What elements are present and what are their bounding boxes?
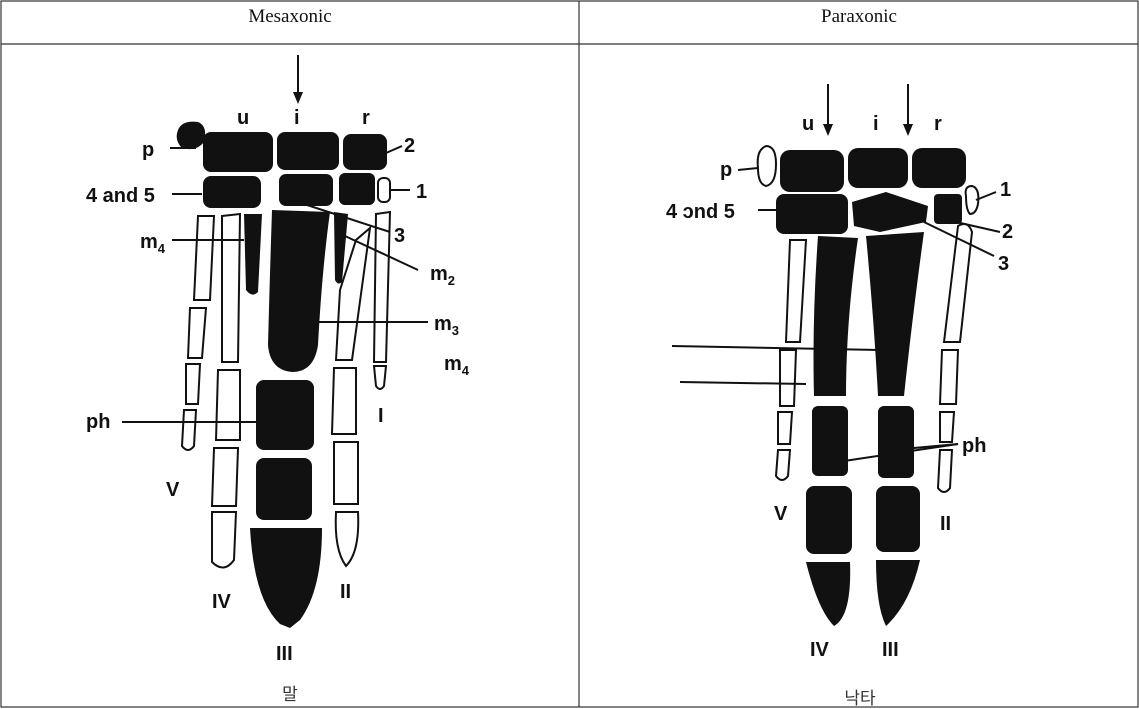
horse-label-i: i <box>294 107 300 129</box>
horse-label-I: I <box>378 405 384 427</box>
camel-label-2: 2 <box>1002 221 1013 243</box>
digit-i-metacarpal <box>374 212 390 362</box>
horse-label-m4-top: m4 <box>140 231 166 256</box>
camel-label-ph: ph <box>962 435 986 457</box>
digit-v-phalanx-1 <box>188 308 206 358</box>
digit-iii-phalanx-1 <box>878 406 914 478</box>
horse-label-3: 3 <box>394 225 405 247</box>
digit-iii-hoof <box>250 528 322 628</box>
digit-iv-phalanx-2 <box>212 448 238 506</box>
horse-label-r: r <box>362 107 370 129</box>
axis-arrow <box>293 55 303 104</box>
camel-label-4-and-5: 4 ɔnd 5 <box>666 201 735 223</box>
metacarpal-4 <box>814 236 859 396</box>
digit-v-phalanx-3 <box>182 410 196 450</box>
digit-iii-phalanx-1 <box>256 380 314 450</box>
digit-v-phalanx-1 <box>780 350 796 406</box>
digit-iii-phalanx-2 <box>876 486 920 552</box>
ulnar-carpal <box>780 150 844 192</box>
pisiform-bone <box>177 122 205 149</box>
camel-label-p: p <box>720 159 732 181</box>
horse-label-1: 1 <box>416 181 427 203</box>
horse-label-4-and-5: 4 and 5 <box>86 185 155 207</box>
digit-v-metacarpal <box>786 240 806 342</box>
digit-iv-phalanx-1 <box>812 406 848 476</box>
pisiform-bone <box>758 146 776 186</box>
horse-label-III: III <box>276 643 293 665</box>
camel-label-1: 1 <box>1000 179 1011 201</box>
horse-label-2: 2 <box>404 135 415 157</box>
axis-arrow-left <box>823 84 833 136</box>
horse-caption: 말 <box>260 680 320 705</box>
carpal-4-and-5 <box>776 194 848 234</box>
camel-label-u: u <box>802 113 814 135</box>
horse-label-m3: m3 <box>434 313 459 338</box>
horse-label-V: V <box>166 479 180 501</box>
digit-v-phalanx-2 <box>186 364 200 404</box>
carpal-2 <box>934 194 962 224</box>
camel-caption: 낙타 <box>820 684 900 709</box>
digit-v-metacarpal <box>194 216 214 300</box>
digit-iv-phalanx-1 <box>216 370 240 440</box>
metacarpal-3 <box>866 232 924 396</box>
carpal-3 <box>279 174 333 206</box>
intermedium-carpal <box>848 148 908 188</box>
horse-label-p: p <box>142 139 154 161</box>
horse-label-u: u <box>237 107 249 129</box>
camel-label-r: r <box>934 113 942 135</box>
radial-carpal <box>912 148 966 188</box>
intermedium-carpal <box>277 132 339 170</box>
digit-v-phalanx-3 <box>776 450 790 480</box>
carpal-1 <box>378 178 390 202</box>
carpal-3 <box>852 192 928 232</box>
digit-ii-phalanx-3 <box>336 512 359 566</box>
camel-label-V: V <box>774 503 788 525</box>
digit-i-phalanx <box>374 366 386 389</box>
axis-arrow-right <box>903 84 913 136</box>
digit-v-phalanx-2 <box>778 412 792 444</box>
carpal-2 <box>339 173 375 205</box>
horse-foot-diagram: u i r p 2 1 4 and 5 3 m4 m2 m3 m4 I ph V… <box>0 0 579 708</box>
digit-iii-phalanx-3 <box>876 560 920 626</box>
radial-carpal <box>343 134 387 170</box>
horse-label-IV: IV <box>212 591 232 613</box>
camel-label-i: i <box>873 113 879 135</box>
digit-ii-phalanx-3 <box>938 450 952 492</box>
horse-label-m4-right: m4 <box>444 353 470 378</box>
metacarpal-3 <box>268 210 330 372</box>
digit-ii-metacarpal <box>944 224 972 342</box>
carpal-4-and-5 <box>203 176 261 208</box>
horse-label-II: II <box>340 581 351 603</box>
metacarpal-4-splint <box>244 214 262 295</box>
digit-iv-phalanx-2 <box>806 486 852 554</box>
camel-label-III: III <box>882 639 899 661</box>
digit-iii-phalanx-2 <box>256 458 312 520</box>
digit-iv-phalanx-3 <box>806 562 850 626</box>
camel-label-II: II <box>940 513 951 535</box>
digit-ii-phalanx-2 <box>940 412 954 442</box>
ulnar-carpal <box>203 132 273 172</box>
digit-ii-phalanx-1 <box>332 368 356 434</box>
digit-iv-phalanx-3 <box>212 512 236 568</box>
digit-iv-metacarpal <box>222 214 240 362</box>
camel-foot-diagram: u i r p 1 4 ɔnd 5 2 3 ph V II IV III <box>580 0 1138 708</box>
digit-ii-phalanx-1 <box>940 350 958 404</box>
horse-label-m2: m2 <box>430 263 455 288</box>
digit-ii-phalanx-2 <box>334 442 358 504</box>
camel-label-3: 3 <box>998 253 1009 275</box>
camel-label-IV: IV <box>810 639 830 661</box>
horse-label-ph: ph <box>86 411 110 433</box>
